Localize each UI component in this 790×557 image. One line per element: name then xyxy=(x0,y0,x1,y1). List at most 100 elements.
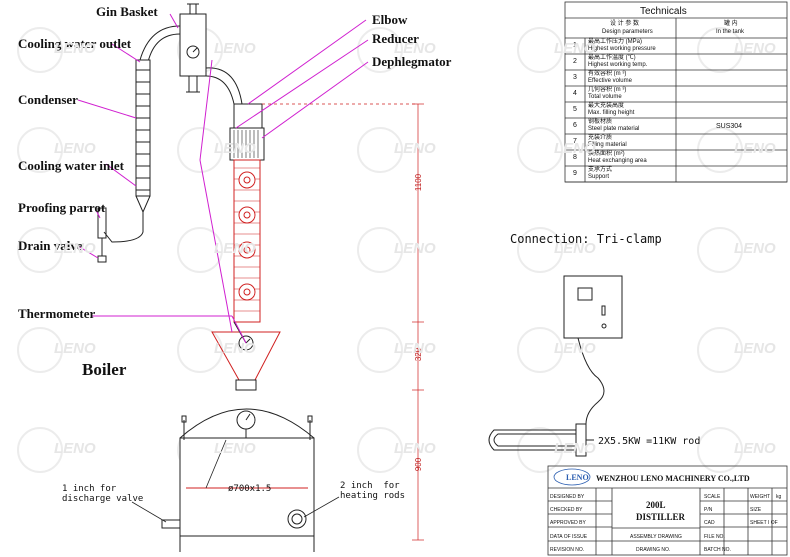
proofing-parrot-label: Proofing parrot xyxy=(18,200,106,215)
heating-rod xyxy=(488,423,594,457)
watermark-circle xyxy=(17,327,63,373)
tech-row-number: 8 xyxy=(573,154,577,161)
watermark-circle xyxy=(17,27,63,73)
thermometer-label: Thermometer xyxy=(18,306,96,321)
tech-header-en: Design parameters xyxy=(602,29,653,35)
dimension-lines xyxy=(262,103,424,541)
tech-row-number: 1 xyxy=(573,42,577,49)
watermark-circle xyxy=(517,127,563,173)
discharge-note: 1 inch for discharge valve xyxy=(62,484,144,504)
tb-scale: SCALE xyxy=(704,494,721,500)
watermark-circle xyxy=(357,427,403,473)
tech-row-param-en: Steel plate material xyxy=(588,126,640,132)
watermark-circle xyxy=(17,427,63,473)
tech-row-param-en: Highest working pressure xyxy=(588,46,656,52)
control-box xyxy=(563,275,623,425)
watermark-circle xyxy=(517,27,563,73)
tech-row-value: SUS304 xyxy=(716,123,743,130)
tech-row-number: 5 xyxy=(573,106,577,113)
dephlegmator-label: Dephlegmator xyxy=(372,54,452,69)
tech-row-param-en: Support xyxy=(588,174,610,180)
tech-row-number: 6 xyxy=(573,122,577,129)
tech-row-param-cn: 钢板材质 xyxy=(588,119,613,125)
watermark-word: LENO xyxy=(214,40,256,57)
title-block xyxy=(547,465,788,556)
watermark-pattern xyxy=(17,27,743,473)
watermark-circle xyxy=(697,427,743,473)
tech-row-param-cn: 充装介质 xyxy=(588,135,613,141)
watermark-circle xyxy=(697,327,743,373)
column xyxy=(229,103,265,323)
diameter-note: ø700x1.5 xyxy=(228,484,272,494)
tech-header-cn: 设 计 参 数 xyxy=(610,21,640,27)
watermark-circle xyxy=(517,327,563,373)
watermark-circle xyxy=(517,227,563,273)
condenser xyxy=(135,59,151,214)
tech-row-number: 4 xyxy=(573,90,577,97)
watermark-circle xyxy=(177,127,223,173)
boiler-label: Boiler xyxy=(82,360,127,379)
cooling-water-inlet-label: Cooling water inlet xyxy=(18,158,124,173)
company-name: WENZHOU LENO MACHINERY CO.,LTD xyxy=(596,474,750,483)
tb-weight: WEIGHT xyxy=(750,494,770,500)
note-leaders xyxy=(131,439,340,523)
watermark-circle xyxy=(697,27,743,73)
watermark-word: LENO xyxy=(394,440,436,457)
watermark-word: LENO xyxy=(734,440,776,457)
watermark-word: LENO xyxy=(214,140,256,157)
tech-row-param-cn: 最高工作温度 (℃) xyxy=(588,55,636,61)
watermark-circle xyxy=(357,27,403,73)
tech-row-param-en: Highest working temp. xyxy=(588,62,648,68)
watermark-word: LENO xyxy=(554,140,596,157)
tech-row-param-cn: 几何容积 (m ³) xyxy=(588,87,627,93)
heating-note: 2 inch for heating rods xyxy=(340,481,406,501)
rod-spec: 2X5.5KW =11KW rod xyxy=(598,436,701,447)
tech-row-param-en: Filling material xyxy=(588,142,627,148)
watermark-word: LENO xyxy=(554,240,596,257)
watermark-word: LENO xyxy=(554,440,596,457)
sight-glass-center xyxy=(243,288,251,296)
technicals-table xyxy=(564,1,788,183)
drain-valve-label: Drain valve xyxy=(18,238,83,253)
sight-glass xyxy=(238,241,256,259)
tech-row-param-en: Total volume xyxy=(588,94,622,100)
watermark-word: LENO xyxy=(554,40,596,57)
tech-row-param-en: Effective volume xyxy=(588,78,632,84)
tb-product-volume: 200L xyxy=(646,500,666,510)
sight-glass-center xyxy=(243,211,251,219)
watermark-word: LENO xyxy=(54,40,96,57)
boiler xyxy=(161,408,315,552)
tb-pn: P/N xyxy=(704,507,713,513)
tb-size: SIZE xyxy=(750,507,762,513)
watermark-circle xyxy=(357,327,403,373)
connection-note: Connection: Tri-clamp xyxy=(510,232,662,246)
proofing-parrot xyxy=(97,207,144,263)
tech-col2-en: In the tank xyxy=(716,29,745,35)
gin-basket xyxy=(179,3,207,93)
reducer-label: Reducer xyxy=(372,31,419,46)
watermark-circle xyxy=(697,227,743,273)
tb-assembly: ASSEMBLY DRAWING xyxy=(630,534,682,540)
watermark-word: LENO xyxy=(734,340,776,357)
tech-row-param-cn: 有效容积 (m ³) xyxy=(588,71,627,77)
tech-row-number: 2 xyxy=(573,58,577,65)
watermark-circle xyxy=(357,127,403,173)
sight-glass xyxy=(238,171,256,189)
sight-glass-center xyxy=(243,176,251,184)
sight-glass xyxy=(238,206,256,224)
elbow-label: Elbow xyxy=(372,12,408,27)
watermark-word: LENO xyxy=(394,340,436,357)
tb-weight-unit: kg xyxy=(776,494,782,500)
watermark-word: LENO xyxy=(54,140,96,157)
tech-row-param-cn: 换热面积 (m²) xyxy=(588,151,625,157)
tb-designed-by: DESIGNED BY xyxy=(550,494,585,500)
tech-row-param-cn: 最大充装高度 xyxy=(588,103,625,109)
watermark-circle xyxy=(17,127,63,173)
tb-sheet: SHEET I OF xyxy=(750,520,778,526)
watermark-circle xyxy=(357,227,403,273)
tech-row-param-cn: 最高工作压力 (MPa) xyxy=(588,39,643,45)
tech-row-number: 7 xyxy=(573,138,577,145)
watermark-circle xyxy=(17,227,63,273)
technicals-title: Technicals xyxy=(640,6,687,17)
